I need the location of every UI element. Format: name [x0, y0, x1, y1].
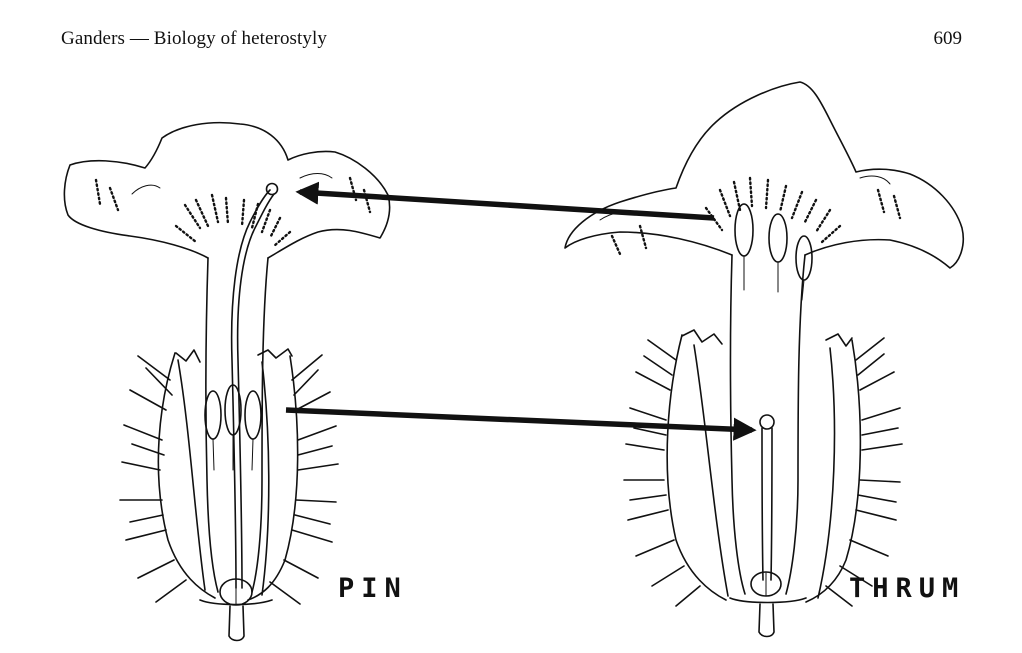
thrum-anthers — [734, 203, 813, 301]
thrum-corolla-tube — [729, 254, 806, 595]
pin-label: PIN — [338, 573, 408, 604]
pin-style — [230, 182, 279, 589]
arrow-pin-anthers-to-thrum-stigma — [285, 407, 757, 441]
pin-flower — [63, 121, 391, 642]
thrum-label: THRUM — [849, 573, 966, 604]
pin-corolla-limb — [63, 121, 391, 259]
pin-nectar-guides — [94, 176, 372, 248]
page-number: 609 — [933, 28, 963, 49]
pin-calyx — [119, 348, 339, 605]
thrum-flower — [564, 81, 965, 638]
reciprocal-arrows — [285, 181, 757, 441]
pin-anthers — [204, 384, 262, 471]
thrum-style — [759, 414, 775, 581]
running-head: Ganders — Biology of heterostyly — [61, 28, 327, 49]
pin-ovary — [199, 578, 273, 642]
thrum-calyx — [623, 329, 903, 607]
arrow-thrum-anthers-to-pin-stigma — [295, 181, 715, 221]
thrum-ovary — [729, 571, 807, 638]
pin-stigma — [265, 182, 279, 196]
pin-corolla-tube — [205, 257, 269, 593]
thrum-nectar-guides — [610, 176, 902, 256]
thrum-corolla-limb — [564, 81, 965, 269]
thrum-stigma — [759, 414, 775, 430]
